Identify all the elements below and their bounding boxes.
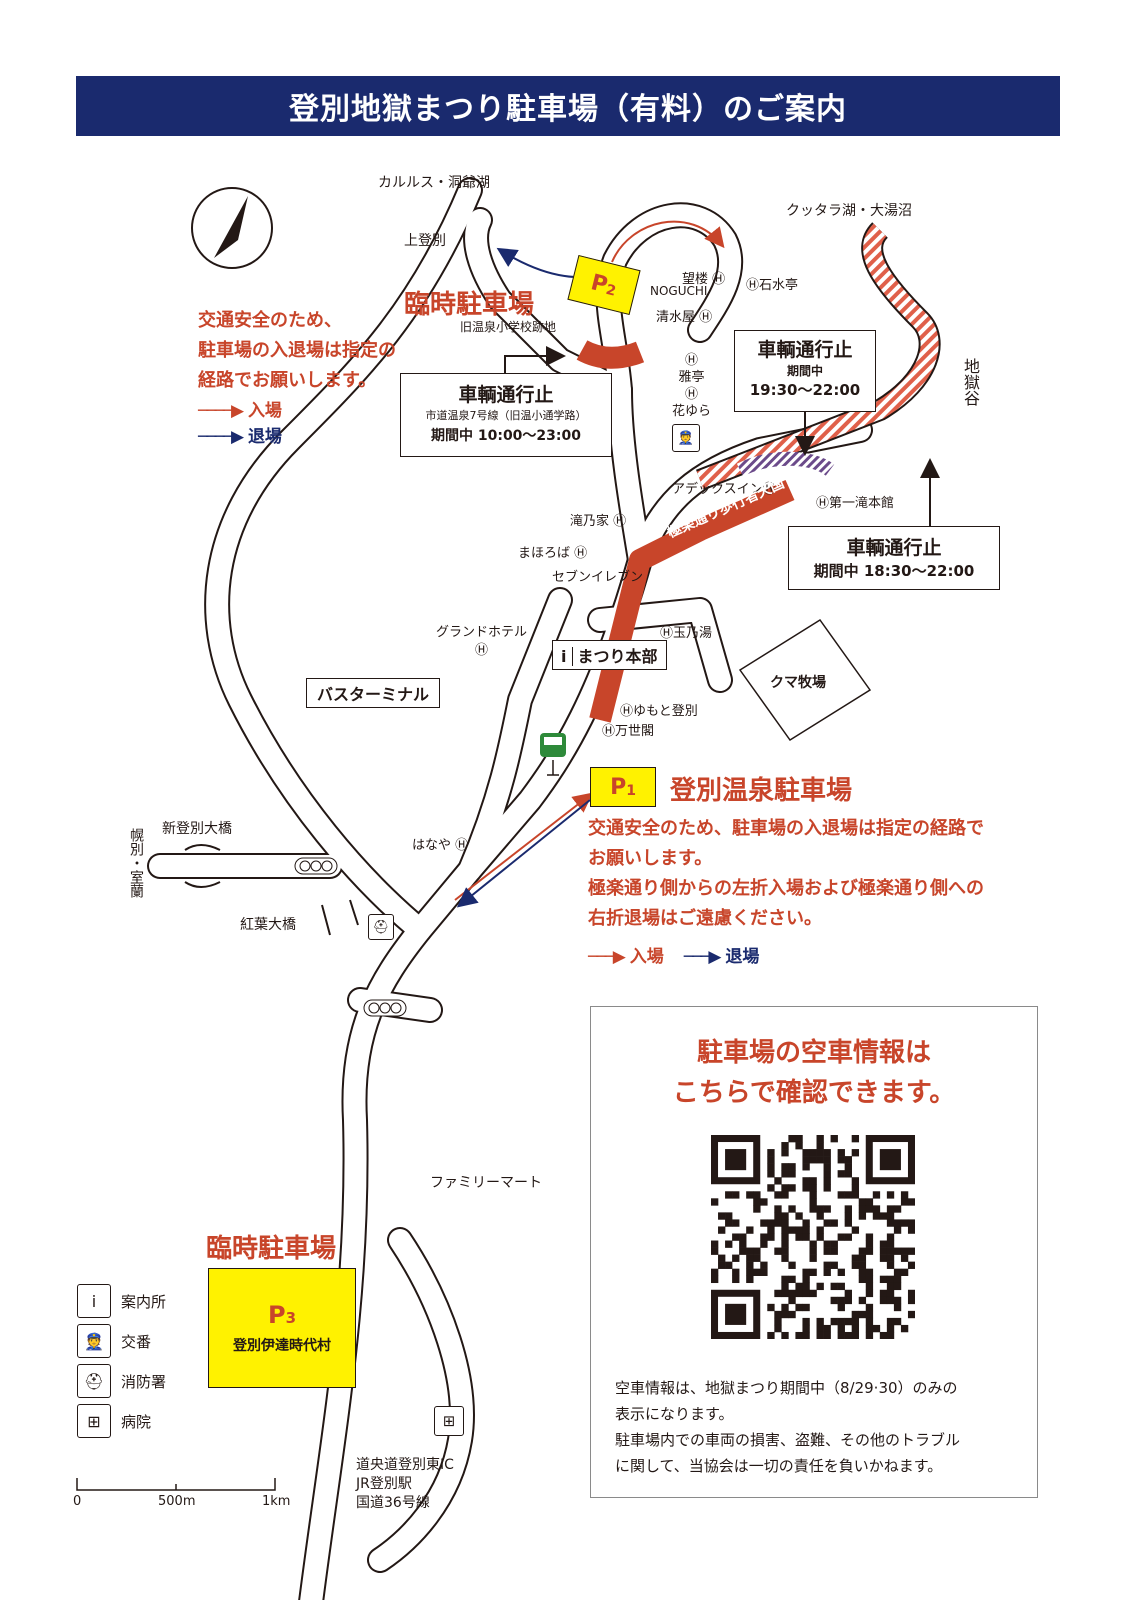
place-sekisuitei: Ⓗ石水亭 <box>746 278 799 293</box>
place-seven: セブンイレブン <box>552 570 644 585</box>
p2-entry-route <box>611 220 725 263</box>
place-hanaya: はなや Ⓗ <box>412 838 469 853</box>
p1-notice: 交通安全のため、駐車場の入退場は指定の経路でお願いします。極楽通り側からの左折入… <box>588 818 984 929</box>
page-title: 登別地獄まつり駐車場（有料）のご案内 <box>76 76 1060 136</box>
place-kuttara: クッタラ湖・大湯沼 <box>786 203 912 219</box>
p2-notice: 交通安全のため、駐車場の入退場は指定の経路でお願いします。 <box>198 310 396 391</box>
p2-route-legend: ────▶ 入場 ────▶ 退場 <box>198 401 282 447</box>
place-shin-bridge: 新登別大橋 <box>162 821 232 837</box>
place-family-mart: ファミリーマート <box>430 1175 542 1191</box>
p1-label: 登別温泉駐車場 <box>670 776 853 806</box>
police-box-icon: 👮 <box>672 424 700 452</box>
p3-parking-box[interactable]: P3 登別伊達時代村 <box>208 1268 356 1388</box>
closure-box-2: 車輌通行止 期間中 19:30〜22:00 <box>734 330 876 412</box>
closure-box-3: 車輌通行止 期間中 18:30〜22:00 <box>788 526 1000 590</box>
info-icon: i <box>561 647 574 666</box>
scale-end: 1km <box>262 1494 291 1509</box>
old-school-label: 旧温泉小学校跡地 <box>460 320 557 334</box>
qr-code-icon[interactable] <box>711 1135 915 1339</box>
closed-segment <box>736 451 835 477</box>
p2-access-road <box>576 340 645 369</box>
fire-station-icon: ⛑ <box>368 914 394 940</box>
qr-panel: 駐車場の空車情報はこちらで確認できます。 空車情報は、地獄まつり期間中（8/29… <box>590 1006 1038 1498</box>
p1-route-legend: ───▶ 入場 ───▶ 退場 <box>588 947 760 967</box>
police-box-icon: 👮 <box>77 1324 111 1358</box>
traffic-light-icon <box>363 999 407 1017</box>
p1-exit-route <box>456 799 591 908</box>
legend-hospital: ⊞病院 <box>77 1404 151 1438</box>
bus-icon <box>540 733 566 776</box>
compass-icon <box>191 187 273 269</box>
p3-heading: 臨時駐車場 <box>206 1234 337 1264</box>
scale-mid: 500m <box>158 1494 196 1509</box>
place-tamanoyu: Ⓗ玉乃湯 <box>660 626 713 641</box>
info-icon: i <box>77 1284 111 1318</box>
place-horobetsu: 幌別・室蘭 <box>128 828 144 898</box>
legend-police: 👮交番 <box>77 1324 151 1358</box>
place-mahoroba: まほろば Ⓗ <box>518 546 588 561</box>
place-karurusu: カルルス・洞爺湖 <box>378 175 490 191</box>
fire-station-icon: ⛑ <box>77 1364 111 1398</box>
traffic-light-icon <box>294 857 338 875</box>
place-momiji-bridge: 紅葉大橋 <box>240 917 296 933</box>
place-adexin: アデックスインⒽ <box>672 482 776 497</box>
place-yumoto: Ⓗゆもと登別 <box>620 704 698 719</box>
place-mansei: Ⓗ万世閣 <box>602 724 655 739</box>
scale-bar <box>76 1478 276 1491</box>
bus-terminal-label: バスターミナル <box>306 678 441 708</box>
p1-entry-route <box>454 792 594 901</box>
p2-label: 臨時駐車場 <box>404 290 535 320</box>
qr-heading: 駐車場の空車情報はこちらで確認できます。 <box>672 1038 956 1108</box>
place-jigokudani: 地獄谷 <box>961 358 980 406</box>
place-kami-noboribetsu: 上登別 <box>404 233 446 249</box>
jigokudani-closed-road <box>696 223 939 489</box>
place-seisuiya: 清水屋 Ⓗ <box>656 310 713 325</box>
hospital-icon: ⊞ <box>77 1404 111 1438</box>
place-takinoya: 滝乃家 Ⓗ <box>570 514 627 529</box>
legend-fire: ⛑消防署 <box>77 1364 166 1398</box>
place-daiichi: Ⓗ第一滝本館 <box>816 496 895 511</box>
place-bourou: 望楼 Ⓗ <box>682 272 726 287</box>
scale-zero: 0 <box>73 1494 82 1509</box>
place-noguchi: NOGUCHI <box>650 284 708 298</box>
qr-note: 空車情報は、地獄まつり期間中（8/29·30）のみの表示になります。駐車場内での… <box>615 1379 961 1475</box>
closure-box-1: 車輌通行止 市道温泉7号線（旧温小通学路） 期間中 10:00〜23:00 <box>400 373 612 457</box>
place-kuma: クマ牧場 <box>770 675 826 691</box>
hospital-icon: ⊞ <box>434 1406 464 1436</box>
